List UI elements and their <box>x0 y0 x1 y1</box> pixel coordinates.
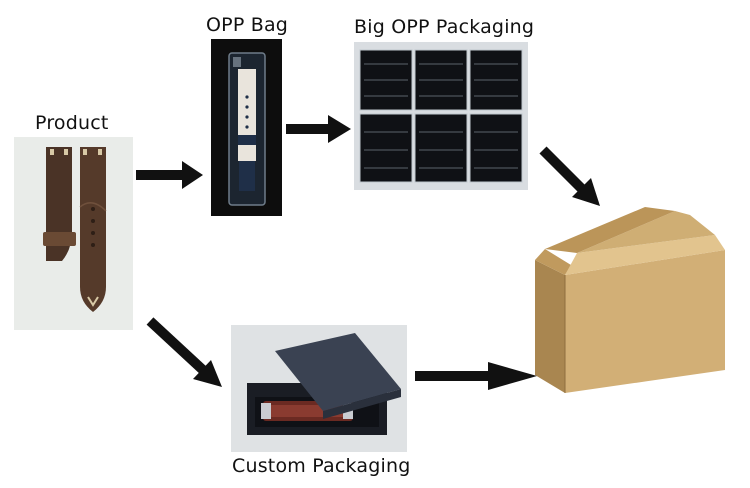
arrow-opp-bag-to-big-opp <box>286 115 351 143</box>
product-photo <box>14 137 133 330</box>
arrow-product-to-custom-packaging <box>146 317 222 387</box>
shipping-carton <box>525 205 730 395</box>
custom-packaging-label: Custom Packaging <box>232 455 411 477</box>
custom-packaging-photo <box>231 325 407 452</box>
opp-bag-label: OPP Bag <box>206 14 289 36</box>
big-opp-packaging-label: Big OPP Packaging <box>354 16 535 38</box>
opp-bag-photo <box>211 39 282 216</box>
product-label: Product <box>35 112 109 134</box>
big-opp-packaging-photo <box>354 42 528 190</box>
arrow-product-to-opp-bag <box>136 161 203 189</box>
arrow-custom-packaging-to-carton <box>415 362 537 390</box>
arrow-big-opp-to-carton <box>539 146 600 206</box>
